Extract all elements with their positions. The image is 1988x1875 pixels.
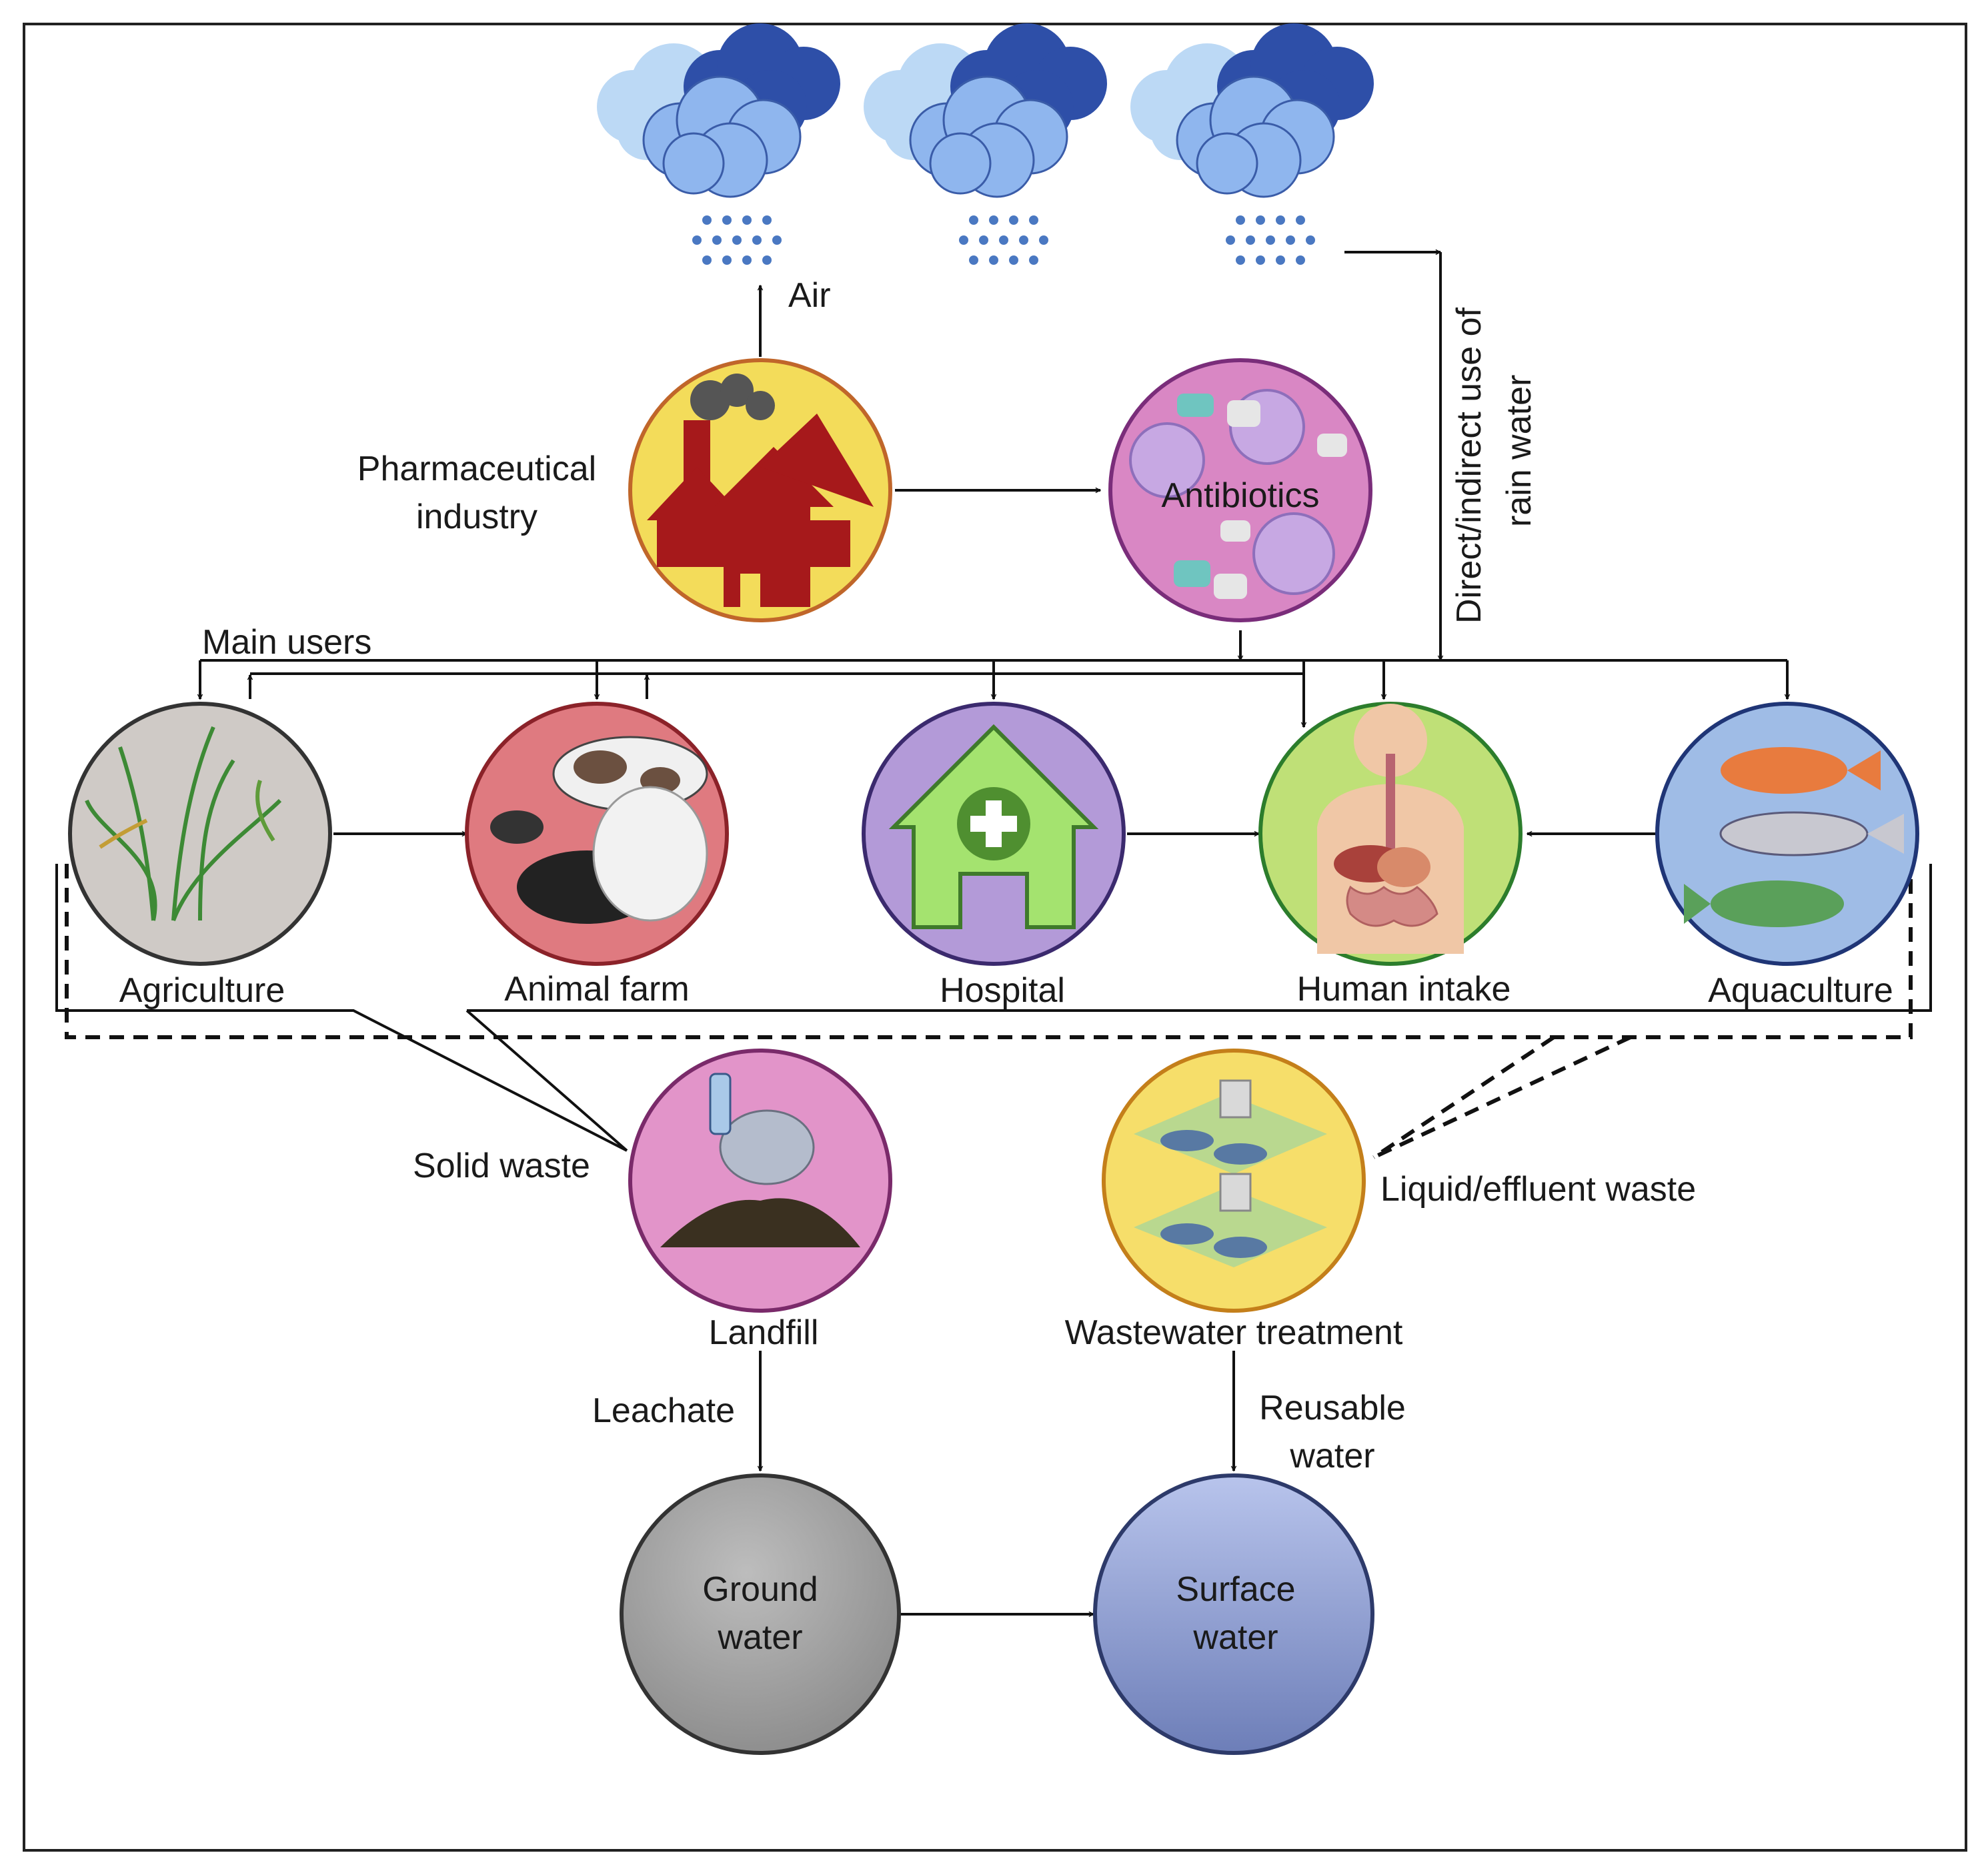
antibiotics-node <box>1108 358 1372 622</box>
label-antibiotics: Antibiotics <box>1162 476 1320 515</box>
label-pharma-2: industry <box>416 498 538 536</box>
hospital-house-icon <box>888 724 1099 929</box>
label-hospital: Hospital <box>940 971 1065 1010</box>
fish-icon <box>1684 747 1904 927</box>
label-rain-use-1: Direct/indirect use of <box>1450 307 1488 624</box>
label-surface-2: water <box>1192 1618 1278 1657</box>
label-animal-farm: Animal farm <box>504 970 689 1009</box>
label-rain-use-2: rain water <box>1500 375 1539 527</box>
ground-water-node <box>620 1473 901 1755</box>
surface-water-node <box>1093 1473 1374 1755</box>
liquid-waste-bracket <box>65 864 1913 1159</box>
hospital-node <box>862 702 1126 966</box>
animal-farm-node <box>465 702 729 966</box>
pills-icon <box>1129 389 1347 599</box>
treatment-plant-icon <box>1134 1079 1327 1267</box>
label-aquaculture: Aquaculture <box>1708 971 1893 1010</box>
label-wastewater: Wastewater treatment <box>1065 1313 1403 1352</box>
label-leachate: Leachate <box>592 1391 735 1430</box>
label-human-intake: Human intake <box>1297 970 1511 1009</box>
cloud-rain-icon <box>597 23 840 265</box>
solid-waste-bracket <box>55 864 1932 1152</box>
landfill-icon <box>660 1073 860 1247</box>
label-main-users: Main users <box>202 623 371 662</box>
label-air: Air <box>788 276 831 315</box>
factory-icon <box>647 374 874 607</box>
pharma-node <box>628 358 892 622</box>
connectors <box>55 252 1932 1614</box>
plants-icon <box>85 726 282 922</box>
cloud-rain-icon <box>864 23 1107 265</box>
landfill-node <box>628 1049 892 1313</box>
label-reusable-2: water <box>1289 1437 1374 1475</box>
figure-border <box>23 23 1967 1852</box>
label-ground-2: water <box>717 1618 802 1657</box>
label-agriculture: Agriculture <box>119 971 285 1010</box>
label-ground-1: Ground <box>702 1570 818 1609</box>
human-intake-node <box>1258 702 1523 966</box>
agriculture-node <box>68 702 332 966</box>
wastewater-node <box>1102 1049 1366 1313</box>
farm-animals-icon <box>490 736 708 924</box>
digestive-system-icon <box>1317 704 1464 954</box>
label-reusable-1: Reusable <box>1259 1389 1406 1427</box>
label-surface-1: Surface <box>1176 1570 1295 1609</box>
cloud-rain-icon <box>1130 23 1374 265</box>
label-liquid-waste: Liquid/effluent waste <box>1380 1170 1696 1209</box>
label-solid-waste: Solid waste <box>413 1147 590 1185</box>
label-landfill: Landfill <box>709 1313 819 1352</box>
aquaculture-node <box>1655 702 1919 966</box>
label-pharma-1: Pharmaceutical <box>357 450 596 488</box>
